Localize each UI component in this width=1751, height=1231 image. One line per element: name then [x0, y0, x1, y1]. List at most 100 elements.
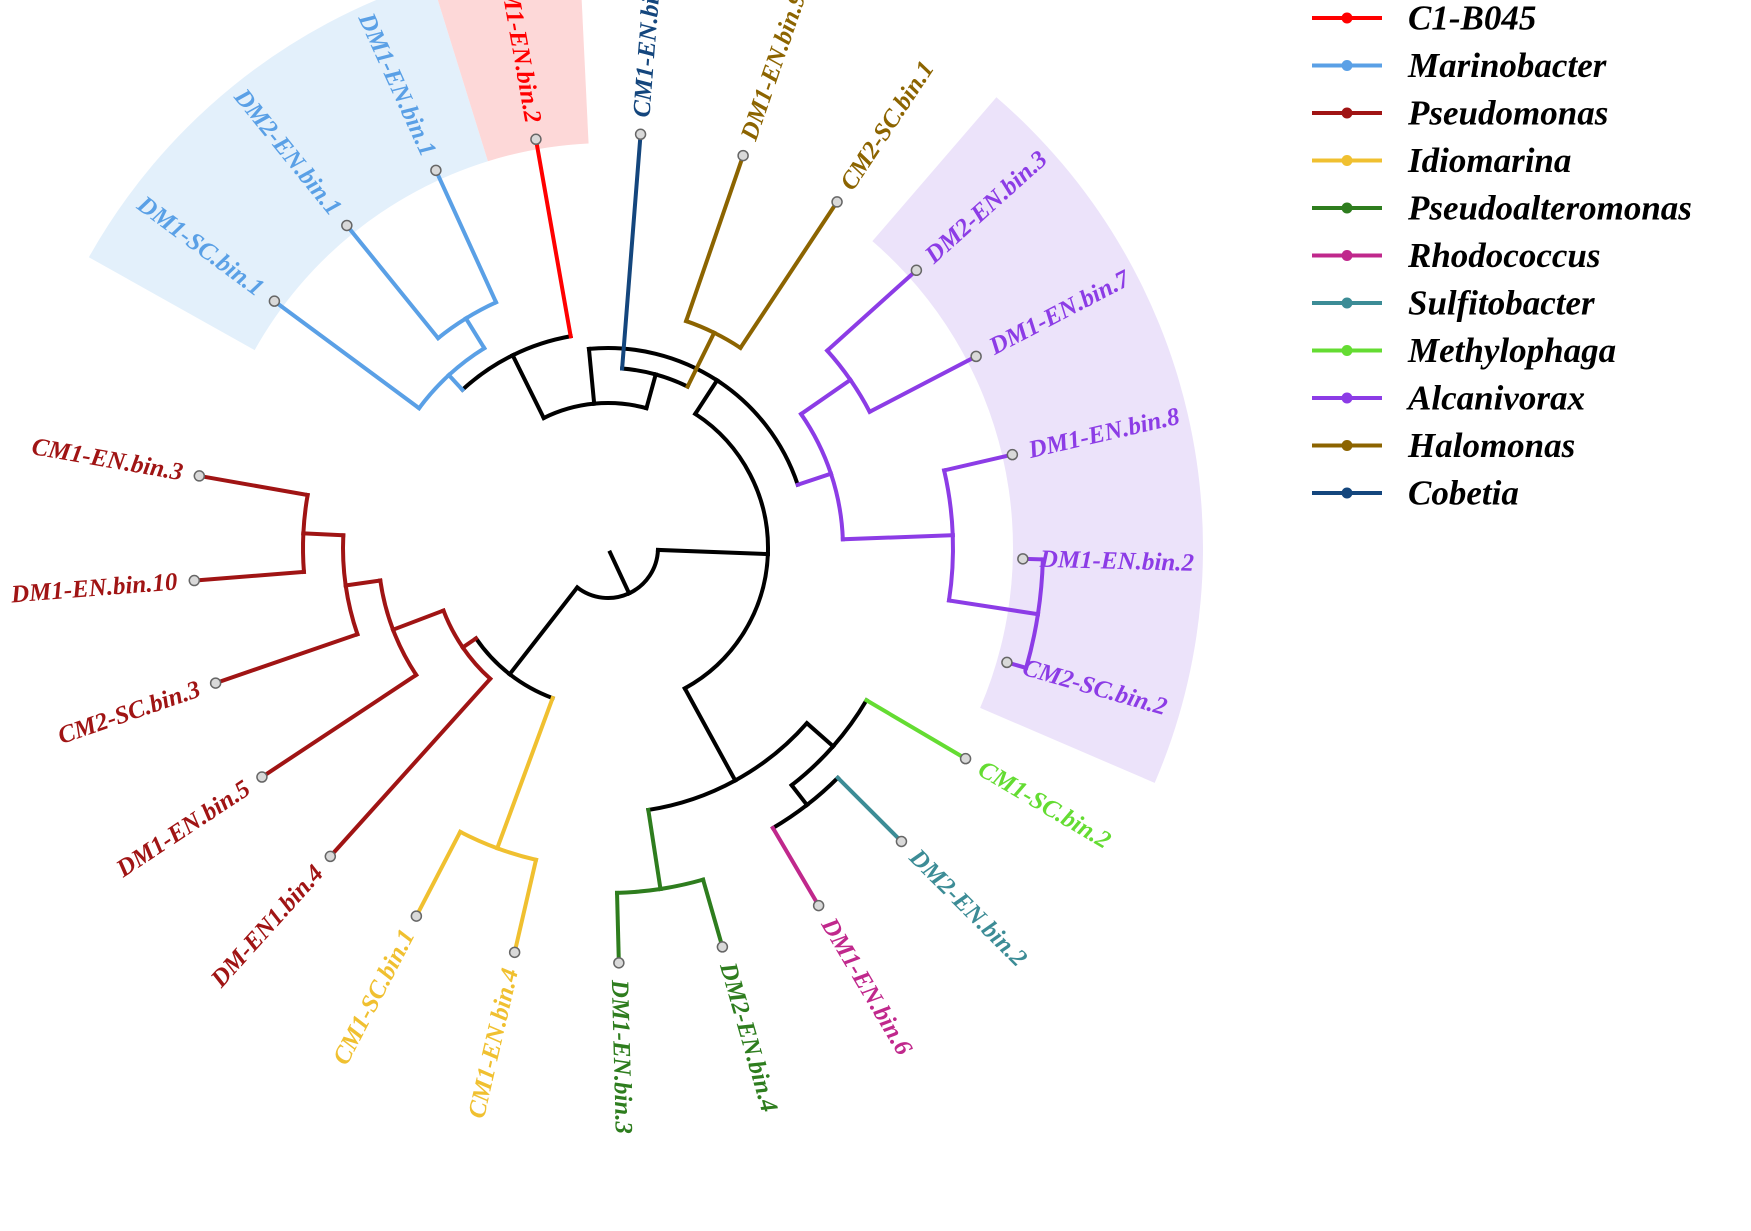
- legend-marker-halomonas: [1341, 440, 1353, 451]
- branch-n_mar2: [463, 315, 488, 351]
- branch-DM2-EN.bin.1: [344, 222, 441, 341]
- branch-arc-DM1-EN.bin.1: [463, 299, 499, 322]
- branch-arc-DM2-EN.bin.2: [804, 774, 841, 808]
- branch-arc-n_rsm: [732, 720, 810, 784]
- branch-arc-CM1-SC.bin.1: [457, 829, 500, 851]
- branch-n_top: [506, 584, 581, 678]
- legend: C1-B045MarinobacterPseudomonasIdiomarina…: [1312, 0, 1692, 513]
- tip-CM1-EN.bin.2: [530, 133, 542, 146]
- branch-n_rsm: [804, 720, 836, 750]
- tip-CM1-SC.bin.2: [959, 752, 972, 765]
- tip-DM2-EN.bin.4: [716, 941, 729, 953]
- branch-DM-EN1.bin.4: [327, 675, 494, 860]
- branch-DM1-EN.bin.10: [192, 569, 307, 583]
- legend-label-marinobacter: Marinobacter: [1407, 46, 1607, 85]
- legend-marker-alcanivorax: [1341, 392, 1353, 404]
- branch-n_pse2: [390, 607, 447, 633]
- branch-DM1-SC.bin.1: [271, 298, 422, 412]
- branch-arc-DM1-SC.bin.1: [416, 372, 452, 412]
- branch-arc-CM1-EN.bin.4: [494, 845, 539, 863]
- legend-label-alcanivorax: Alcanivorax: [1406, 379, 1585, 418]
- branch-n_alc2: [840, 533, 955, 542]
- leaf-label-CM1-SC.bin.1: CM1-SC.bin.1: [328, 925, 421, 1069]
- branch-arc-DM1-EN.bin.9: [683, 318, 717, 336]
- tip-CM1-SC.bin.1: [410, 910, 423, 922]
- tip-DM1-EN.bin.5: [256, 771, 268, 783]
- tip-DM1-EN.bin.2: [1017, 553, 1029, 565]
- branch-n_idio: [494, 695, 556, 851]
- branch-DM2-EN.bin.4: [700, 877, 725, 950]
- leaf-label-CM2-SC.bin.3: CM2-SC.bin.3: [55, 676, 204, 750]
- branch-n_alc3: [798, 377, 854, 417]
- leaf-label-DM2-EN.bin.4: DM2-EN.bin.4: [714, 959, 783, 1116]
- branch-CM2-SC.bin.1: [737, 199, 840, 351]
- leaf-label-DM-EN1.bin.4: DM-EN1.bin.4: [205, 860, 329, 993]
- branch-DM1-EN.bin.8: [941, 452, 1015, 473]
- branch-arc-n_pse4: [341, 533, 348, 588]
- branch-n_mch: [586, 346, 597, 406]
- branch-arc-CM2-SC.bin.1: [711, 330, 744, 351]
- branch-n_palt: [646, 807, 663, 892]
- leaf-label-DM1-EN.bin.2: DM1-EN.bin.2: [1038, 546, 1194, 577]
- leaf-label-DM2-EN.bin.2: DM2-EN.bin.2: [903, 843, 1032, 972]
- legend-label-c1-b045: C1-B045: [1408, 0, 1536, 38]
- tip-CM1-EN.bin.1: [634, 128, 647, 141]
- branch-arc-n_top: [574, 584, 632, 600]
- leaf-label-CM1-SC.bin.2: CM1-SC.bin.2: [973, 756, 1115, 855]
- tip-markers: [188, 128, 1029, 969]
- leaf-label-DM1-EN.bin.6: DM1-EN.bin.6: [815, 913, 917, 1061]
- branch-CM1-SC.bin.2: [863, 697, 969, 762]
- legend-marker-methylophaga: [1341, 345, 1353, 356]
- legend-label-rhodococcus: Rhodococcus: [1407, 236, 1601, 275]
- branch-arc-DM1-EN.bin.7: [847, 377, 873, 415]
- branch-arc-n_alc2: [828, 471, 845, 542]
- tip-DM1-EN.bin.10: [188, 574, 201, 587]
- branch-CM1-EN.bin.3: [196, 473, 310, 498]
- tip-CM2-SC.bin.2: [1001, 656, 1013, 669]
- branch-arc-n_alc3: [798, 411, 834, 477]
- branch-n_right: [692, 377, 720, 417]
- leaf-label-CM2-SC.bin.1: CM2-SC.bin.1: [835, 56, 940, 195]
- legend-marker-sulfitobacter: [1341, 297, 1353, 309]
- branch-arc-n_hc: [591, 401, 649, 411]
- branch-arc-CM2-SC.bin.3: [343, 583, 360, 637]
- branch-n_hal: [684, 330, 717, 390]
- branch-arc-n_pse2: [440, 607, 466, 651]
- branch-n_pse: [460, 635, 479, 651]
- branch-arc-n_right: [692, 411, 770, 557]
- clade-highlight-alcanivorax: [872, 97, 1203, 783]
- legend-label-idiomarina: Idiomarina: [1407, 141, 1571, 180]
- tip-CM2-SC.bin.1: [831, 196, 843, 208]
- tip-CM2-SC.bin.3: [209, 677, 222, 689]
- tip-DM1-EN.bin.1: [430, 164, 442, 177]
- branch-arc-n_lower: [682, 552, 770, 692]
- tree-branches: [192, 132, 1045, 965]
- branch-arc-n_alc4: [946, 533, 955, 603]
- branch-n_mar: [446, 372, 466, 393]
- branch-arc-n_rs: [788, 743, 836, 789]
- tip-CM1-EN.bin.3: [193, 470, 206, 482]
- legend-label-sulfitobacter: Sulfitobacter: [1408, 284, 1595, 323]
- legend-label-cobetia: Cobetia: [1408, 474, 1519, 513]
- branch-arc-n_idio: [506, 671, 556, 701]
- branch-arc-n_palt: [646, 777, 738, 813]
- branch-arc-n_mar2: [446, 345, 488, 378]
- branch-n_lower: [682, 685, 738, 784]
- branch-arc-DM1-EN.bin.10: [301, 531, 307, 575]
- branch-arc-DM1-EN.bin.3: [614, 886, 663, 895]
- branch-arc-DM2-EN.bin.1: [435, 315, 469, 341]
- branch-arc-n_hal: [653, 371, 691, 390]
- branch-arc-CM1-SC.bin.2: [830, 697, 870, 750]
- branch-n_pse3: [343, 578, 383, 588]
- branch-DM1-EN.bin.5: [259, 672, 419, 780]
- branch-CM1-EN.bin.4: [512, 857, 539, 955]
- legend-marker-idiomarina: [1341, 155, 1353, 166]
- branch-root: [607, 549, 632, 596]
- tip-DM1-EN.bin.3: [613, 957, 625, 969]
- leaf-label-CM1-EN.bin.4: CM1-EN.bin.4: [463, 966, 524, 1121]
- branch-arc-n_mar: [459, 352, 516, 393]
- branch-n_pse4: [301, 531, 346, 538]
- tip-CM1-EN.bin.4: [508, 946, 521, 959]
- branch-n_alc4: [946, 598, 1041, 617]
- leaf-label-DM1-EN.bin.10: DM1-EN.bin.10: [9, 568, 179, 608]
